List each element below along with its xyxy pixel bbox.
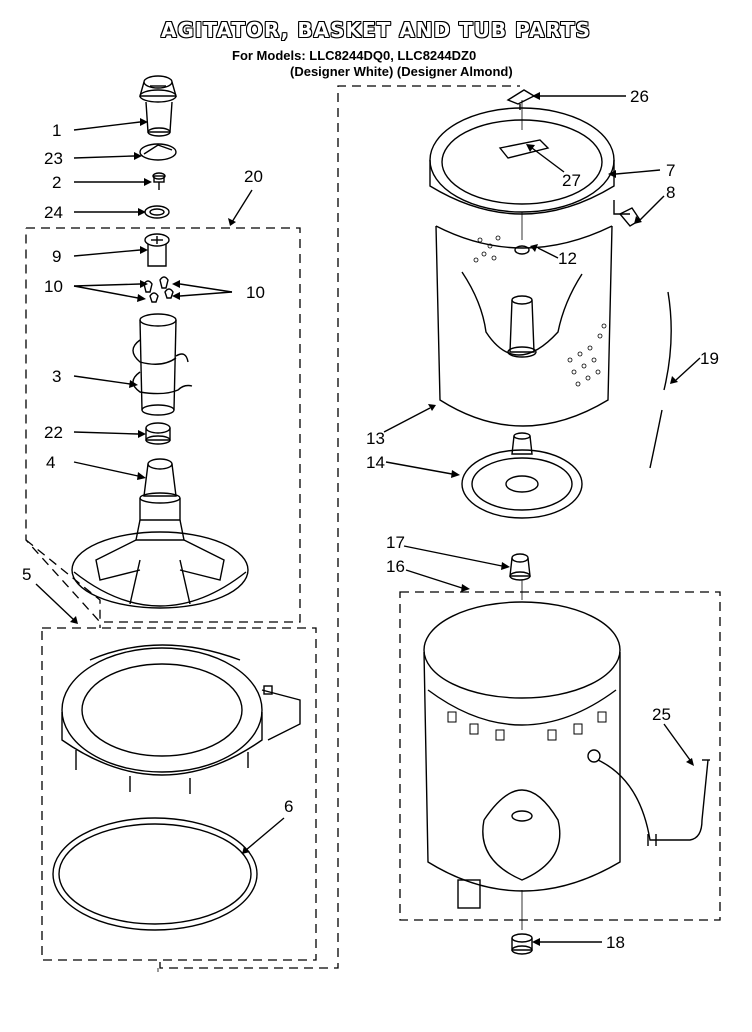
part-3-auger — [132, 313, 193, 416]
callout-7: 7 — [666, 161, 675, 180]
part-26-nut — [506, 89, 536, 110]
part-10-dogs — [143, 276, 174, 303]
part-4-agitator-base — [71, 458, 249, 609]
callout-17: 17 — [386, 533, 405, 552]
models-line: For Models: LLC8244DQ0, LLC8244DZ0 — [232, 48, 477, 63]
callout-25: 25 — [652, 705, 671, 724]
callout-2: 2 — [52, 173, 61, 192]
ring-group-box — [41, 627, 317, 961]
callout-12: 12 — [558, 249, 577, 268]
part-7-balance-ring — [429, 107, 615, 215]
callout-9: 9 — [52, 247, 61, 266]
callout-6: 6 — [284, 797, 293, 816]
callout-24: 24 — [44, 203, 63, 222]
part-14-drive-block — [461, 432, 583, 519]
agitator-group-box — [25, 227, 301, 623]
callout-20: 20 — [244, 167, 263, 186]
agitator-cap-part — [139, 75, 177, 137]
tub-group-box — [399, 591, 721, 921]
callout-16: 16 — [386, 557, 405, 576]
callout-10-left: 10 — [44, 277, 63, 296]
callout-26: 26 — [630, 87, 649, 106]
part-25-hose — [597, 759, 710, 846]
part-2-bolt — [152, 172, 166, 190]
callout-23: 23 — [44, 149, 63, 168]
center-leader-line — [159, 85, 520, 969]
part-17-bushing — [509, 553, 531, 581]
part-22-clutch — [145, 422, 171, 445]
outer-leader-line — [25, 539, 101, 628]
part-13-spin-basket — [435, 225, 613, 427]
variants-line: (Designer White) (Designer Almond) — [290, 64, 513, 79]
group-outlines — [25, 85, 721, 969]
part-6-snap-ring — [52, 817, 258, 931]
part-23-seal — [139, 143, 177, 161]
page-title: AGITATOR, BASKET AND TUB PARTS — [161, 18, 591, 42]
part-9-cam — [144, 233, 170, 267]
callout-22: 22 — [44, 423, 63, 442]
callout-10-right: 10 — [246, 283, 265, 302]
part-24-ring — [144, 205, 170, 219]
callout-14: 14 — [366, 453, 385, 472]
callout-5: 5 — [22, 565, 31, 584]
callout-18: 18 — [606, 933, 625, 952]
part-16-outer-tub — [423, 601, 621, 909]
part-18-seal — [511, 933, 533, 955]
part-19-tube — [649, 291, 672, 469]
callout-13: 13 — [366, 429, 385, 448]
part-5-basket-ring — [61, 644, 301, 794]
axis-lines — [157, 100, 523, 972]
callout-3: 3 — [52, 367, 61, 386]
callout-arrows — [35, 92, 701, 946]
callout-8: 8 — [666, 183, 675, 202]
callout-27: 27 — [562, 171, 581, 190]
callout-4: 4 — [46, 453, 55, 472]
callout-1: 1 — [52, 121, 61, 140]
callout-19: 19 — [700, 349, 719, 368]
